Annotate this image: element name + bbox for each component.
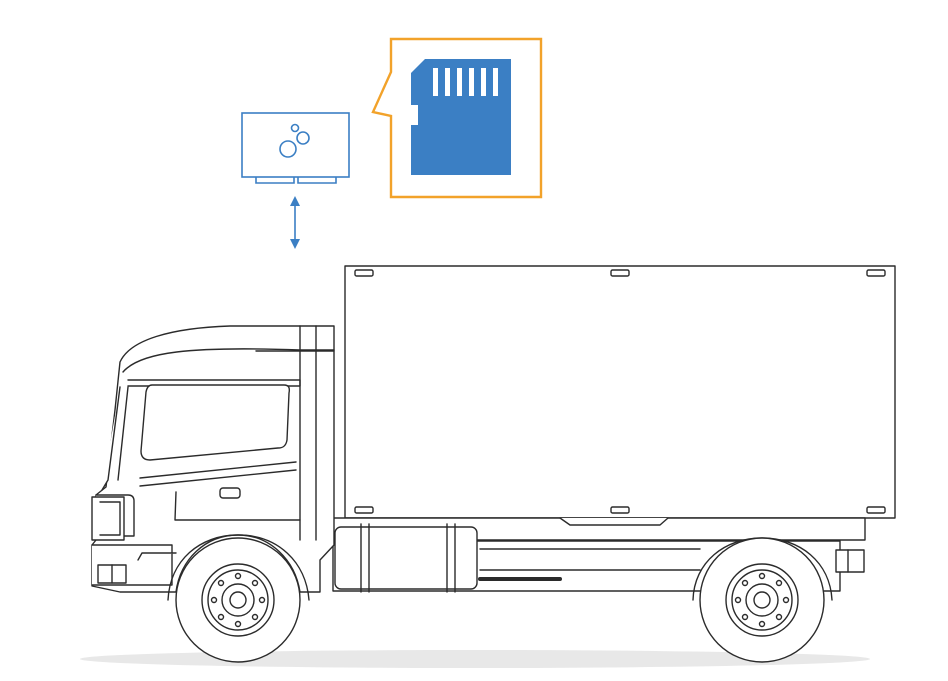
front-wheel-arch [167,534,310,601]
rear-light [835,549,865,573]
front-wheel [175,537,301,663]
double-arrow-icon [290,196,300,249]
microsd-card-icon [411,59,511,175]
box-truck-icon [91,265,896,663]
cargo-box [344,265,896,519]
storage-callout [371,37,543,199]
fuel-tank [334,523,478,593]
rear-wheel [699,537,825,663]
truck-cab [91,325,335,593]
ground-shadow [80,650,870,668]
camera-module-icon [241,112,350,184]
